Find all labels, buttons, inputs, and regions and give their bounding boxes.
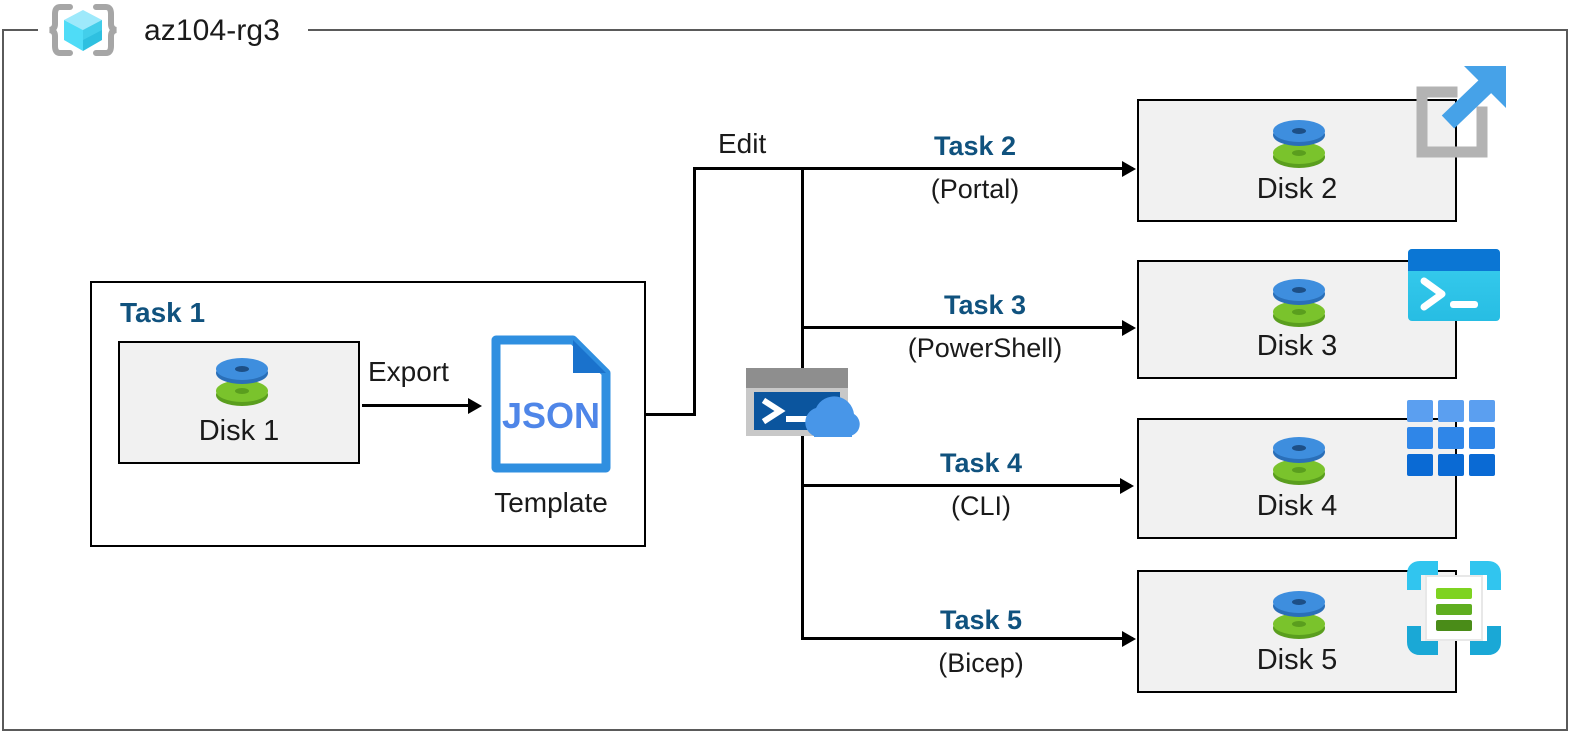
disk5-box: Disk 5 [1137,570,1457,693]
json-icon-text: JSON [502,395,600,436]
open-in-portal-icon [1408,60,1512,167]
disk2-box: Disk 2 [1137,99,1457,222]
resource-group-icon [46,2,120,58]
task2-arrow-head [1122,161,1136,177]
export-label: Export [368,356,449,387]
export-arrow-head [468,398,482,414]
task3-arrow-line [801,326,1133,329]
task4-arrow-line [801,484,1131,487]
export-arrow-line [362,404,470,407]
task5-tool-label: (Bicep) [938,648,1024,678]
resource-group-label: az104-rg3 [144,14,280,47]
task4-label: Task 4 [939,448,1023,478]
task5-label: Task 5 [939,605,1023,635]
disk1-label: Disk 1 [198,415,280,447]
json-file-icon: JSON [489,333,613,480]
template-label: Template [494,487,608,518]
task2-arrow-line [693,167,1133,170]
task5-arrow-head [1122,631,1136,647]
azure-cli-grid-icon [1407,400,1497,481]
task4-arrow-head [1120,478,1134,494]
task2-tool-label: (Portal) [930,174,1020,204]
disk-icon [212,353,272,414]
edit-connector-riser [693,167,696,416]
edit-connector-stub [644,413,696,416]
disk4-box: Disk 4 [1137,418,1457,539]
disk4-label: Disk 4 [1256,490,1338,522]
task3-arrow-head [1122,320,1136,336]
cloud-shell-icon [744,366,864,445]
disk-icon [1269,586,1329,647]
edit-label: Edit [718,128,767,159]
task2-label: Task 2 [933,131,1017,161]
bicep-icon [1406,560,1502,661]
task3-label: Task 3 [943,290,1027,320]
disk-icon [1269,432,1329,493]
resource-group-container [2,29,1568,731]
disk1-box: Disk 1 [118,341,360,464]
disk3-label: Disk 3 [1256,330,1338,362]
disk2-label: Disk 2 [1256,173,1338,205]
task4-tool-label: (CLI) [951,491,1011,521]
task3-tool-label: (PowerShell) [907,333,1063,363]
powershell-icon [1408,249,1500,326]
disk5-label: Disk 5 [1256,644,1338,676]
disk-icon [1269,115,1329,176]
disk-icon [1269,274,1329,335]
disk3-box: Disk 3 [1137,260,1457,379]
task5-arrow-line [801,637,1133,640]
task1-title: Task 1 [120,297,206,328]
resource-group-header-gap [38,22,308,38]
